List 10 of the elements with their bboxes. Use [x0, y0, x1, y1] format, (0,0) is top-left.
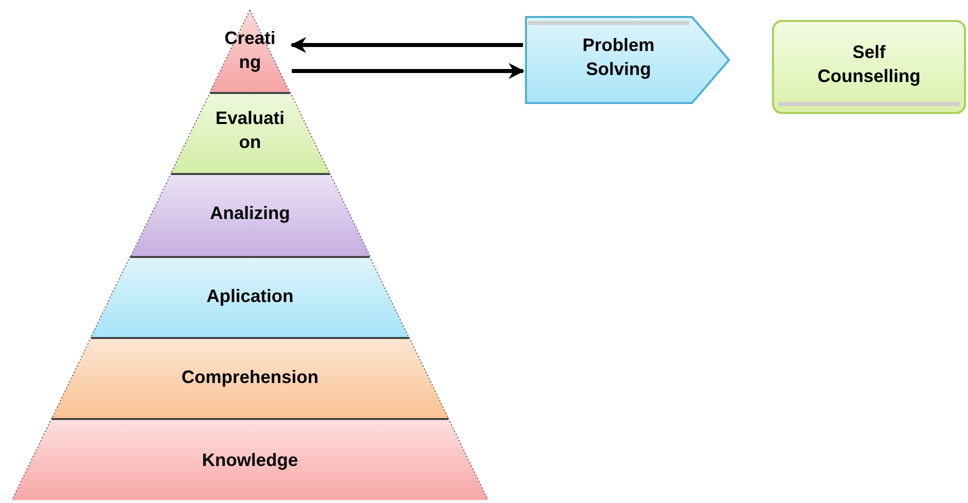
level-label: Aplication: [205, 285, 294, 308]
arrow: [290, 37, 523, 53]
level-label: Analizing: [208, 202, 291, 225]
level-label: Knowledge: [200, 449, 299, 472]
level-label: Evaluation: [214, 107, 286, 154]
level-label: Comprehension: [180, 366, 320, 389]
step-label: Problem Solving: [581, 34, 656, 81]
step-label: Self Counselling: [816, 41, 922, 88]
level-label: Creating: [223, 27, 276, 74]
arrow: [292, 63, 525, 79]
